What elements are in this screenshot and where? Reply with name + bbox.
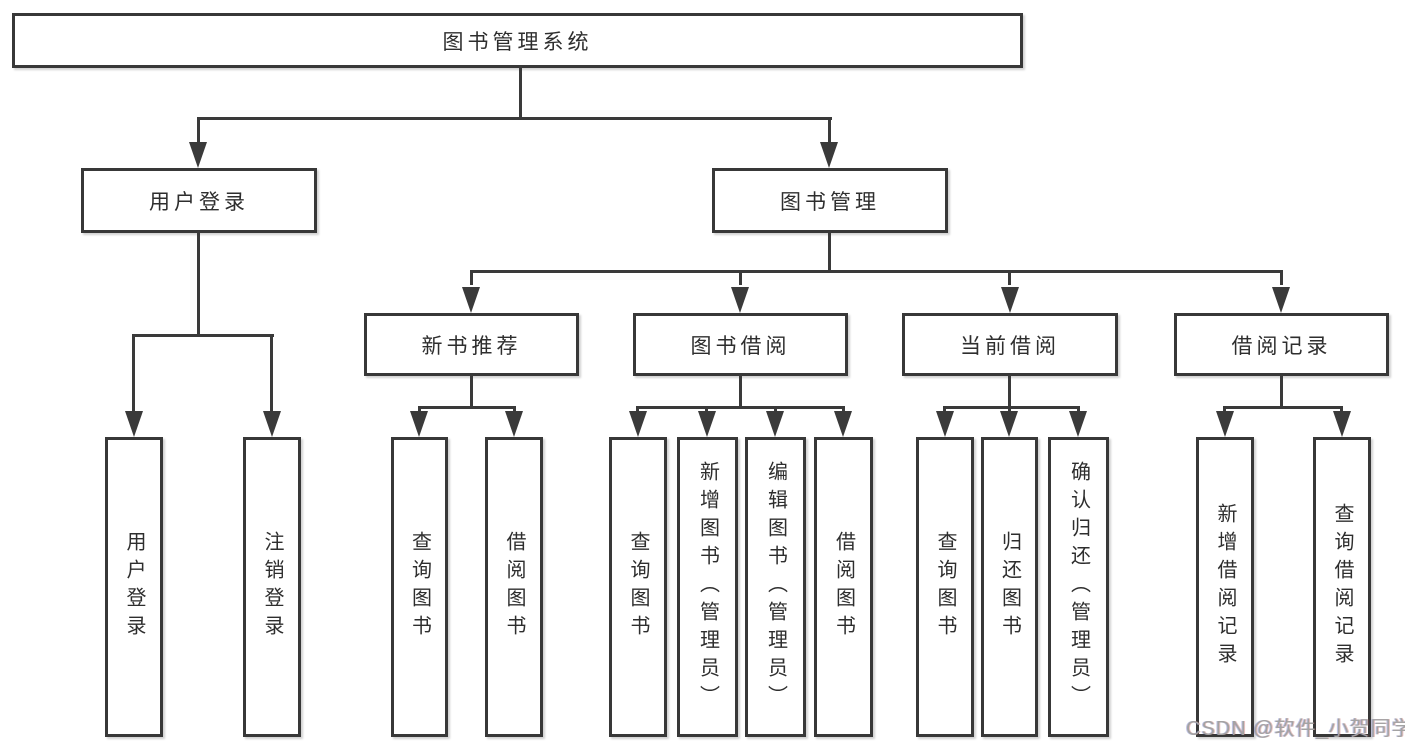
connector-line: [132, 334, 135, 414]
node-label: 确认归还（管理员）: [1067, 461, 1090, 713]
node-label: 用户登录: [123, 531, 145, 643]
arrow-down-icon: [936, 411, 954, 437]
leaf-return-book: 归还图书: [981, 437, 1038, 737]
node-borrowing-records: 借阅记录: [1174, 313, 1389, 376]
node-label: 图书借阅: [690, 334, 791, 358]
connector-line: [197, 118, 200, 145]
leaf-query-book-3: 查询图书: [916, 437, 974, 737]
leaf-query-borrow-record: 查询借阅记录: [1313, 437, 1371, 737]
connector-line: [739, 271, 742, 285]
arrow-down-icon: [1069, 411, 1087, 437]
connector-line: [132, 334, 274, 337]
leaf-borrow-book-1: 借阅图书: [485, 437, 543, 737]
arrow-down-icon: [629, 411, 647, 437]
leaf-query-book-1: 查询图书: [391, 437, 448, 737]
leaf-logout: 注销登录: [243, 437, 301, 737]
leaf-borrow-book-2: 借阅图书: [814, 437, 873, 737]
node-label: 用户登录: [149, 190, 249, 214]
connector-line: [418, 406, 516, 409]
connector-line: [828, 231, 831, 272]
connector-line: [418, 406, 421, 415]
connector-line: [1280, 271, 1283, 285]
arrow-down-icon: [410, 411, 428, 437]
connector-line: [1077, 406, 1080, 415]
node-label: 查询图书: [934, 531, 956, 643]
connector-line: [943, 406, 1080, 409]
connector-line: [636, 406, 639, 415]
connector-line: [1008, 375, 1011, 408]
leaf-add-borrow-record: 新增借阅记录: [1196, 437, 1254, 737]
arrow-down-icon: [189, 142, 207, 168]
node-label: 借阅记录: [1231, 334, 1332, 358]
arrow-down-icon: [698, 411, 716, 437]
node-label: 图书管理: [780, 190, 880, 214]
connector-line: [1008, 406, 1011, 415]
leaf-add-book-admin: 新增图书（管理员）: [677, 437, 738, 737]
leaf-query-book-2: 查询图书: [609, 437, 667, 737]
node-label: 查询图书: [627, 531, 649, 643]
arrow-down-icon: [263, 411, 281, 437]
connector-line: [1223, 406, 1226, 415]
node-current-borrowing: 当前借阅: [902, 313, 1118, 376]
arrow-down-icon: [820, 142, 838, 168]
arrow-down-icon: [766, 411, 784, 437]
connector-line: [1223, 406, 1343, 409]
connector-line: [828, 118, 831, 145]
connector-line: [1280, 375, 1283, 408]
arrow-down-icon: [1000, 411, 1018, 437]
connector-line: [470, 270, 1283, 273]
node-label: 查询借阅记录: [1331, 503, 1353, 671]
arrow-down-icon: [1001, 287, 1019, 313]
connector-line: [842, 406, 845, 415]
node-label: 新增借阅记录: [1214, 503, 1236, 671]
node-label: 新增图书（管理员）: [696, 461, 719, 713]
node-label: 编辑图书（管理员）: [764, 461, 787, 713]
leaf-confirm-return-admin: 确认归还（管理员）: [1048, 437, 1109, 737]
connector-line: [519, 66, 522, 119]
arrow-down-icon: [1272, 287, 1290, 313]
connector-line: [1340, 406, 1343, 415]
node-library-management-system: 图书管理系统: [12, 13, 1023, 68]
connector-line: [513, 406, 516, 415]
leaf-edit-book-admin: 编辑图书（管理员）: [745, 437, 806, 737]
connector-line: [636, 406, 845, 409]
arrow-down-icon: [462, 287, 480, 313]
connector-line: [705, 406, 708, 415]
arrow-down-icon: [834, 411, 852, 437]
connector-line: [270, 334, 273, 414]
connector-line: [739, 375, 742, 408]
node-label: 注销登录: [261, 531, 283, 643]
connector-line: [197, 117, 832, 120]
node-label: 借阅图书: [503, 531, 525, 643]
node-book-borrowing: 图书借阅: [633, 313, 848, 376]
arrow-down-icon: [1333, 411, 1351, 437]
connector-line: [470, 375, 473, 408]
node-label: 图书管理系统: [442, 30, 593, 54]
node-label: 当前借阅: [960, 334, 1060, 358]
connector-line: [1008, 271, 1011, 285]
node-user-login: 用户登录: [81, 168, 317, 233]
node-new-book-recommendation: 新书推荐: [364, 313, 579, 376]
node-label: 新书推荐: [421, 334, 522, 358]
csdn-watermark: CSDN @软件_小贺同学: [1186, 718, 1405, 740]
node-label: 归还图书: [998, 531, 1021, 643]
node-label: 查询图书: [408, 531, 431, 643]
connector-line: [774, 406, 777, 415]
node-book-management: 图书管理: [712, 168, 948, 233]
leaf-user-login: 用户登录: [105, 437, 163, 737]
connector-line: [943, 406, 946, 415]
node-label: 借阅图书: [832, 531, 855, 643]
arrow-down-icon: [731, 287, 749, 313]
connector-line: [470, 271, 473, 285]
arrow-down-icon: [125, 411, 143, 437]
arrow-down-icon: [505, 411, 523, 437]
connector-line: [197, 231, 200, 336]
arrow-down-icon: [1216, 411, 1234, 437]
